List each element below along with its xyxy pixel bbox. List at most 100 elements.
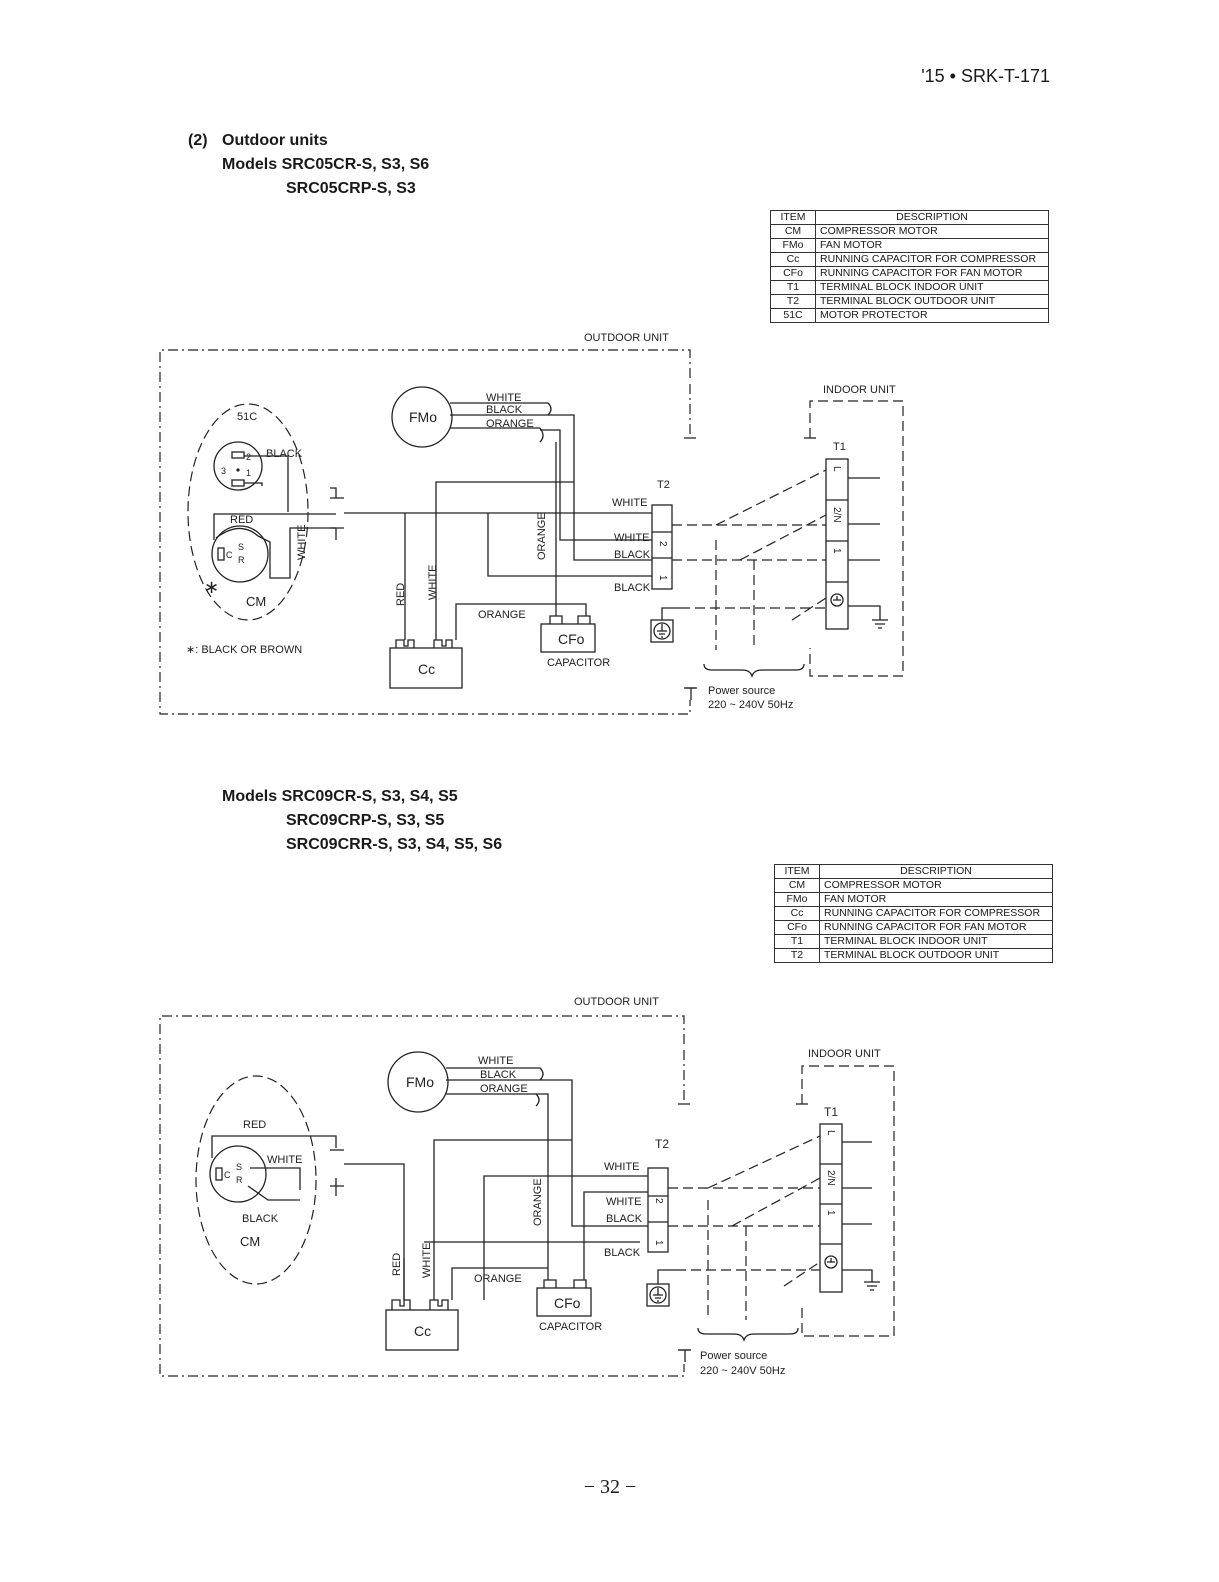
wire-label-orange: ORANGE — [532, 1178, 544, 1226]
capacitor-terminal — [429, 1299, 449, 1310]
terminal-block-t2 — [651, 504, 673, 590]
legend-item: 51C — [770, 308, 816, 323]
wire-label-white: WHITE — [486, 392, 521, 404]
power-rating-label: 220 ~ 240V 50Hz — [708, 699, 793, 711]
power-brace — [703, 663, 805, 679]
wire-red — [211, 1135, 337, 1158]
power-source-label: Power source — [708, 685, 775, 697]
outdoor-unit-boundary — [159, 1015, 685, 1377]
capacitor-terminal — [391, 1299, 411, 1310]
document-id: '15 • SRK-T-171 — [921, 66, 1050, 86]
fan-motor — [387, 1051, 449, 1113]
power-wires — [707, 1200, 821, 1320]
footnote-star: ∗ — [204, 577, 219, 597]
connector — [330, 527, 344, 540]
wire-label-white: WHITE — [427, 565, 439, 600]
compressor-label: CM — [246, 594, 266, 609]
capacitor-terminal — [549, 615, 563, 624]
wire-black-main — [487, 513, 652, 577]
wire-red — [344, 1163, 405, 1300]
fan-capacitor-label: CFo — [554, 1295, 581, 1311]
compressor-motor — [211, 525, 269, 583]
power-source-label: Power source — [700, 1350, 767, 1362]
wire-label-black: BLACK — [266, 448, 303, 460]
compressor-capacitor — [385, 1309, 459, 1351]
fan-capacitor — [536, 1287, 592, 1317]
models-a-line-1: Models SRC05CR-S, S3, S6 — [222, 156, 430, 173]
protector-pin — [231, 451, 245, 459]
t1-terminal-label: 2/N — [825, 1170, 836, 1186]
wire-label-white: WHITE — [421, 1243, 433, 1278]
capacitor-terminal — [543, 1279, 557, 1288]
indoor-unit-label: INDOOR UNIT — [808, 1048, 881, 1060]
legend-desc: MOTOR PROTECTOR — [815, 308, 1049, 323]
wire-label-black: BLACK — [242, 1213, 279, 1225]
legend-desc: COMPRESSOR MOTOR — [815, 224, 1049, 239]
ground-icon — [657, 624, 667, 638]
t2-terminal-label: 1 — [653, 1240, 664, 1246]
earth-icon — [833, 596, 841, 601]
earth-icon — [824, 1255, 838, 1269]
connector — [330, 1178, 344, 1196]
wire-label-orange: ORANGE — [486, 418, 534, 430]
terminal-divider — [648, 1195, 668, 1223]
compressor-housing — [195, 1075, 317, 1285]
fan-capacitor-label: CFo — [558, 631, 585, 647]
wire-white — [247, 1167, 301, 1201]
interconnect-wire — [715, 469, 827, 526]
compressor-pin-label: R — [236, 1175, 243, 1185]
compressor-label: CM — [240, 1234, 260, 1249]
protector-dot — [236, 468, 240, 472]
motor-protector — [213, 441, 263, 491]
protector-pin-label: 1 — [246, 468, 251, 478]
wire-white — [540, 429, 652, 541]
protector-label: 51C — [237, 411, 257, 423]
fan-capacitor — [540, 623, 596, 653]
wire-label-black: BLACK — [486, 404, 523, 416]
terminal-block-t2 — [647, 1167, 669, 1253]
power-source-marker — [679, 1349, 691, 1362]
t1-terminal-label: L — [825, 1130, 836, 1136]
t1-label: T1 — [833, 441, 846, 453]
protector-pin-label: 3 — [221, 466, 226, 476]
t1-terminal-label: 1 — [825, 1210, 836, 1216]
outdoor-unit-label: OUTDOOR UNIT — [584, 332, 669, 344]
outdoor-unit-boundary — [159, 349, 691, 715]
legend-header-row: ITEM DESCRIPTION — [770, 210, 1049, 225]
compressor-housing — [187, 403, 309, 621]
interconnect-wire — [739, 514, 827, 561]
compressor-capacitor-label: Cc — [414, 1323, 431, 1339]
outdoor-unit-label: OUTDOOR UNIT — [574, 996, 659, 1008]
power-brace — [697, 1327, 799, 1343]
wire — [244, 482, 263, 486]
wiring-diagram-a: OUTDOOR UNIT INDOOR UNIT 51C 2 3 1 BLACK… — [159, 332, 904, 715]
wire-black — [540, 1079, 648, 1227]
section-title: Outdoor units — [222, 132, 328, 149]
earth-icon — [827, 1258, 835, 1263]
compressor-pin-label: C — [224, 1170, 231, 1180]
wire-label-black: BLACK — [606, 1213, 643, 1225]
section-number: (2) — [188, 132, 208, 149]
wire-white-main — [483, 1175, 648, 1300]
wire-label-red: RED — [395, 583, 407, 606]
wire-label-orange: ORANGE — [478, 609, 526, 621]
t2-terminal-label: 2 — [653, 1198, 664, 1204]
capacitor-terminal — [573, 1279, 587, 1288]
terminal-divider — [652, 531, 672, 559]
t1-terminal-label: L — [831, 466, 842, 472]
wiring-diagram-b: OUTDOOR UNIT INDOOR UNIT C S R CM RED WH… — [159, 996, 895, 1377]
wire — [244, 455, 289, 512]
interconnect-wire — [731, 1177, 821, 1227]
t2-label: T2 — [655, 1137, 669, 1151]
wire-label-white: WHITE — [296, 525, 308, 560]
wire-label-white: WHITE — [267, 1154, 302, 1166]
fan-motor — [391, 386, 453, 448]
capacitor-terminal — [433, 639, 453, 648]
wire-label-black: BLACK — [614, 582, 651, 594]
boundary-tick — [684, 437, 696, 689]
wire-label-white: WHITE — [614, 532, 649, 544]
compressor-capacitor-label: Cc — [418, 661, 435, 677]
